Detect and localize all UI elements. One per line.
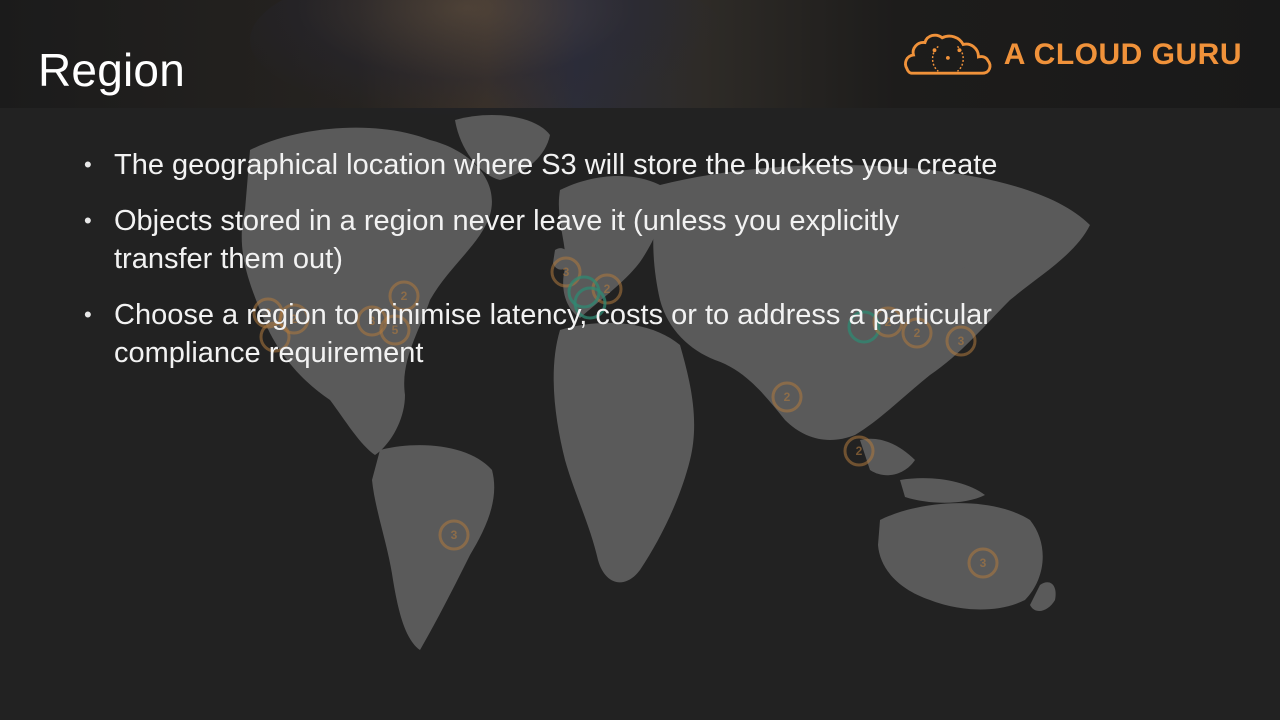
region-marker-count: 3 [369, 314, 376, 328]
region-marker [872, 306, 904, 338]
region-marker [438, 519, 470, 551]
bullet-text: Objects stored in a region never leave i… [114, 205, 899, 275]
bullet-dot-icon: • [84, 152, 92, 177]
region-marker-count: 2 [856, 444, 863, 458]
region-marker [259, 321, 291, 353]
bullet-list: • The geographical location where S3 wil… [84, 146, 1004, 390]
southeast-asia-landmass [860, 438, 915, 476]
region-marker-count: 2 [914, 326, 921, 340]
slide-title: Region [38, 44, 185, 96]
region-marker [379, 314, 411, 346]
asia-landmass [653, 165, 1090, 440]
region-marker-count: 5 [392, 323, 399, 337]
region-marker-count: 3 [980, 556, 987, 570]
region-marker [967, 547, 999, 579]
region-marker [901, 317, 933, 349]
australia-landmass [878, 503, 1043, 610]
north-america-landmass [241, 127, 492, 455]
header-bar [0, 0, 1280, 120]
bullet-item: • Choose a region to minimise latency, c… [84, 296, 1004, 372]
world-map: 3 2 2 3 5 2 3 2 2 3 2 2 3 3 [241, 115, 1090, 650]
region-marker [550, 256, 582, 288]
bullet-item: • The geographical location where S3 wil… [84, 146, 1004, 184]
region-marker [388, 280, 420, 312]
presenter-video-background [250, 0, 730, 120]
indonesia-landmass [900, 478, 985, 503]
greenland-landmass [455, 115, 550, 180]
cloud-logo-icon [904, 33, 992, 75]
bullet-text: Choose a region to minimise latency, cos… [114, 299, 992, 369]
region-marker-count: 2 [401, 289, 408, 303]
region-marker-count: 2 [604, 282, 611, 296]
africa-landmass [553, 322, 695, 583]
south-america-landmass [372, 445, 495, 650]
region-marker-count: 3 [563, 265, 570, 279]
japan-landmass [956, 266, 982, 322]
region-marker-count: 2 [291, 312, 298, 326]
new-zealand-landmass [1030, 582, 1056, 612]
region-marker [771, 381, 803, 413]
region-marker-count: 2 [885, 315, 892, 329]
brand-name: A CLOUD GURU [1003, 38, 1242, 71]
region-marker-count: 3 [265, 306, 272, 320]
bullet-dot-icon: • [84, 208, 92, 233]
region-marker [278, 303, 310, 335]
region-marker [847, 310, 881, 344]
region-marker-count: 3 [451, 528, 458, 542]
bullet-text: The geographical location where S3 will … [114, 149, 998, 181]
bullet-item: • Objects stored in a region never leave… [84, 202, 1004, 278]
region-marker [945, 325, 977, 357]
europe-landmass [558, 175, 664, 318]
region-marker [843, 435, 875, 467]
region-marker-count: 2 [784, 390, 791, 404]
brand-logo: A CLOUD GURU [902, 28, 1242, 82]
bullet-dot-icon: • [84, 302, 92, 327]
region-marker [573, 286, 607, 320]
region-marker-count: 3 [958, 334, 965, 348]
